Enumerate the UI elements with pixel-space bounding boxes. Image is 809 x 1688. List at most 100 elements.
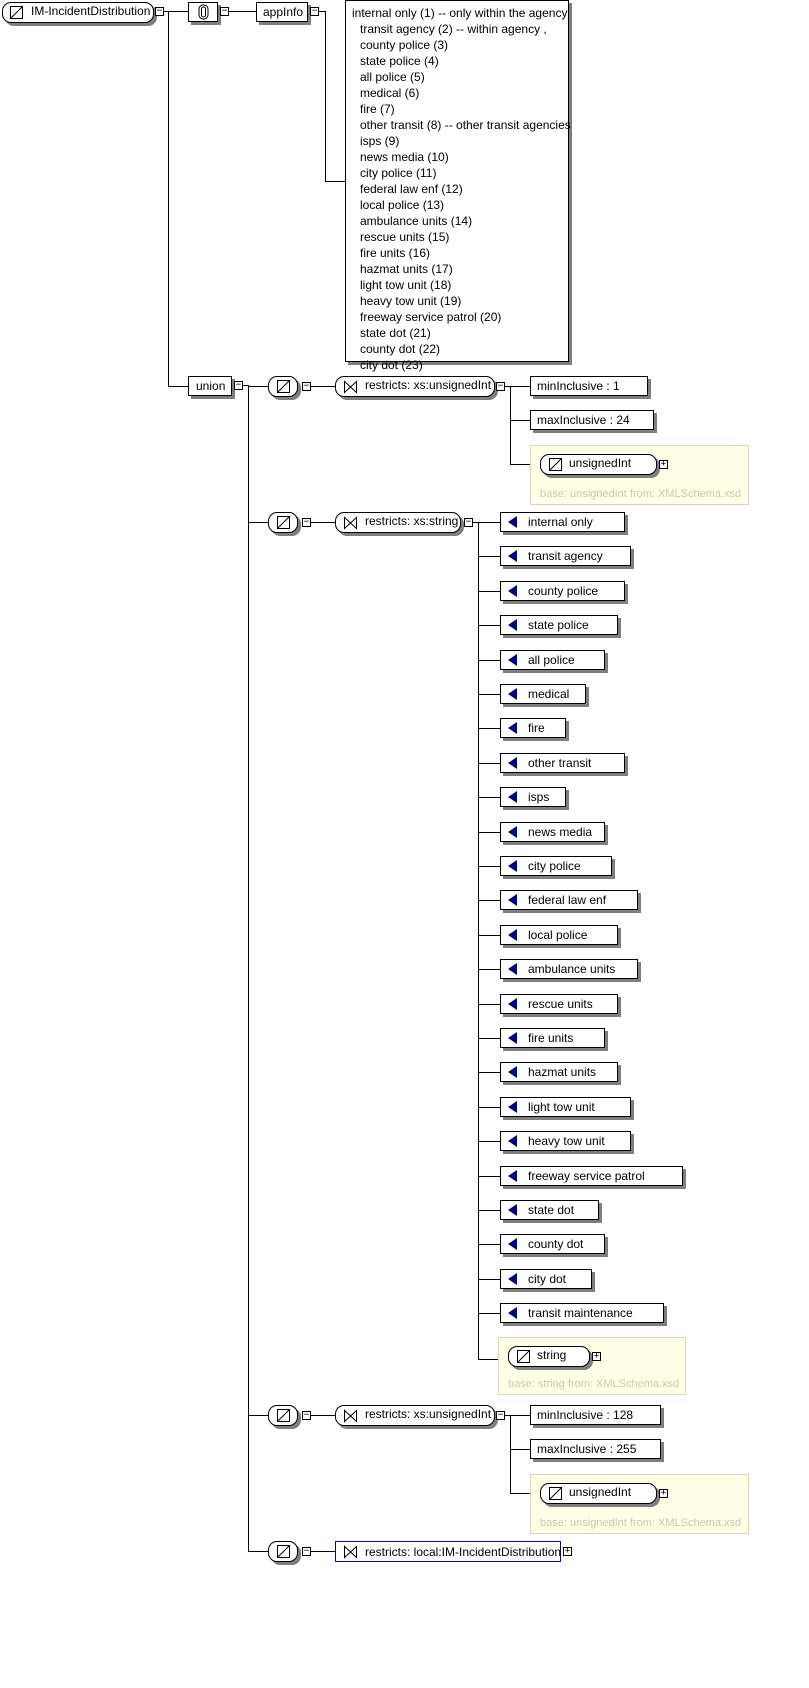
enumeration-node[interactable]: heavy tow unit	[500, 1131, 631, 1152]
enumeration-value: ambulance units	[528, 962, 616, 977]
base-type-note: base: unsignedInt from: XMLSchema.xsd	[540, 1517, 742, 1529]
enumeration-node[interactable]: rescue units	[500, 993, 618, 1014]
doc-line: state police (4)	[360, 54, 439, 68]
enumeration-node[interactable]: federal law enf	[500, 890, 638, 911]
restriction-node[interactable]: restricts: xs:unsignedInt	[335, 376, 495, 397]
doc-line: state dot (21)	[360, 326, 431, 340]
enumeration-icon	[508, 516, 517, 528]
collapse-toggle-restriction[interactable]: −	[464, 517, 473, 527]
enumeration-node[interactable]: hazmat units	[500, 1062, 618, 1083]
enumeration-node[interactable]: other transit	[500, 752, 625, 773]
restriction-node[interactable]: restricts: xs:string	[335, 512, 461, 533]
collapse-toggle-root[interactable]: −	[155, 6, 164, 16]
collapse-toggle-simple-type[interactable]: −	[302, 517, 311, 527]
base-type-node[interactable]: string	[508, 1346, 590, 1367]
appinfo-documentation: internal only (1) -- only within the age…	[345, 0, 571, 388]
doc-line: local police (13)	[360, 198, 445, 212]
doc-line: internal only (1) -- only within the age…	[352, 6, 568, 20]
enumeration-node[interactable]: internal only	[500, 512, 625, 532]
enumeration-node[interactable]: isps	[500, 787, 566, 808]
enumeration-node[interactable]: city dot	[500, 1268, 592, 1289]
enumeration-node[interactable]: county police	[500, 580, 625, 601]
simple-type-node[interactable]	[268, 512, 298, 533]
collapse-toggle-restriction[interactable]: −	[496, 381, 505, 391]
enumeration-node[interactable]: transit maintenance	[500, 1303, 664, 1324]
enumeration-node[interactable]: transit agency	[500, 546, 631, 567]
simple-type-icon	[277, 516, 290, 529]
facet-node: maxInclusive : 255	[530, 1439, 661, 1459]
doc-line: federal law enf (12)	[360, 182, 463, 196]
enumeration-node[interactable]: freeway service patrol	[500, 1165, 683, 1186]
enumeration-icon	[508, 825, 517, 838]
base-type-note: base: unsignedInt from: XMLSchema.xsd	[540, 488, 742, 500]
expand-toggle-base-type[interactable]: +	[659, 1488, 668, 1498]
enumeration-node[interactable]: state police	[500, 615, 618, 636]
expand-toggle-restriction[interactable]: +	[563, 1546, 572, 1556]
root-element-node[interactable]: IM-IncidentDistribution	[2, 2, 154, 23]
doc-line: ambulance units (14)	[360, 214, 473, 228]
restriction-icon	[344, 380, 357, 394]
collapse-toggle-union[interactable]: −	[234, 380, 243, 390]
annotation-icon	[198, 4, 209, 20]
facet-node: minInclusive : 1	[530, 376, 648, 396]
enumeration-node[interactable]: ambulance units	[500, 959, 638, 980]
enumeration-icon	[508, 1135, 517, 1148]
restriction-node[interactable]: restricts: local:IM-IncidentDistribution	[335, 1541, 561, 1562]
collapse-toggle-simple-type[interactable]: −	[302, 1410, 311, 1420]
enumeration-icon	[508, 1032, 517, 1044]
doc-line: isps (9)	[360, 134, 400, 148]
expand-toggle-base-type[interactable]: +	[592, 1351, 601, 1361]
restriction-label: restricts: xs:unsignedInt	[365, 378, 492, 392]
doc-line: other transit (8) -- other transit agenc…	[360, 118, 571, 132]
enumeration-node[interactable]: state dot	[500, 1200, 599, 1220]
enumeration-icon	[508, 756, 517, 769]
expand-toggle-base-type[interactable]: +	[659, 459, 668, 469]
base-type-node[interactable]: unsignedInt	[540, 1483, 657, 1504]
enumeration-value: freeway service patrol	[528, 1168, 645, 1183]
enumeration-value: county police	[528, 583, 599, 598]
enumeration-value: all police	[528, 652, 575, 667]
enumeration-node[interactable]: all police	[500, 649, 605, 670]
doc-line: news media (10)	[360, 150, 449, 164]
enumeration-node[interactable]: news media	[500, 821, 605, 842]
facet-node: minInclusive : 128	[530, 1405, 661, 1425]
enumeration-node[interactable]: local police	[500, 924, 618, 945]
union-label: union	[196, 379, 226, 393]
enumeration-node[interactable]: county dot	[500, 1234, 605, 1255]
root-element-name: IM-IncidentDistribution	[31, 4, 151, 18]
enumeration-value: city dot	[528, 1271, 567, 1286]
collapse-toggle-appinfo[interactable]: −	[310, 6, 319, 16]
enumeration-node[interactable]: light tow unit	[500, 1096, 631, 1117]
enumeration-icon	[508, 1272, 517, 1285]
enumeration-value: state police	[528, 618, 589, 633]
enumeration-value: county dot	[528, 1237, 584, 1252]
collapse-toggle-annotation[interactable]: −	[220, 6, 229, 16]
enumeration-value: rescue units	[528, 996, 593, 1011]
collapse-toggle-simple-type[interactable]: −	[302, 381, 311, 391]
enumeration-value: city police	[528, 859, 581, 873]
simple-type-node[interactable]	[268, 376, 298, 397]
simple-type-node[interactable]	[268, 1405, 298, 1426]
enumeration-node[interactable]: city police	[500, 856, 612, 876]
enumeration-icon	[508, 1238, 517, 1251]
appinfo-node[interactable]: appInfo	[256, 2, 308, 22]
restriction-node[interactable]: restricts: xs:unsignedInt	[335, 1405, 495, 1426]
doc-line: city police (11)	[360, 166, 437, 180]
base-type-name: unsignedInt	[569, 1485, 632, 1499]
enumeration-value: isps	[528, 790, 550, 805]
appinfo-label: appInfo	[263, 5, 304, 19]
enumeration-value: news media	[528, 824, 593, 839]
collapse-toggle-simple-type[interactable]: −	[302, 1546, 311, 1556]
collapse-toggle-restriction[interactable]: −	[496, 1410, 505, 1420]
enumeration-node[interactable]: fire units	[500, 1028, 605, 1048]
facet-node: maxInclusive : 24	[530, 410, 655, 430]
union-node[interactable]: union	[188, 376, 232, 396]
restriction-icon	[344, 1545, 357, 1559]
enumeration-node[interactable]: fire	[500, 718, 566, 739]
simple-type-node[interactable]	[268, 1541, 298, 1562]
enumeration-node[interactable]: medical	[500, 684, 586, 704]
simple-type-icon	[277, 380, 290, 393]
base-type-node[interactable]: unsignedInt	[540, 454, 657, 475]
annotation-node[interactable]	[188, 2, 218, 22]
enumeration-icon	[508, 653, 517, 666]
